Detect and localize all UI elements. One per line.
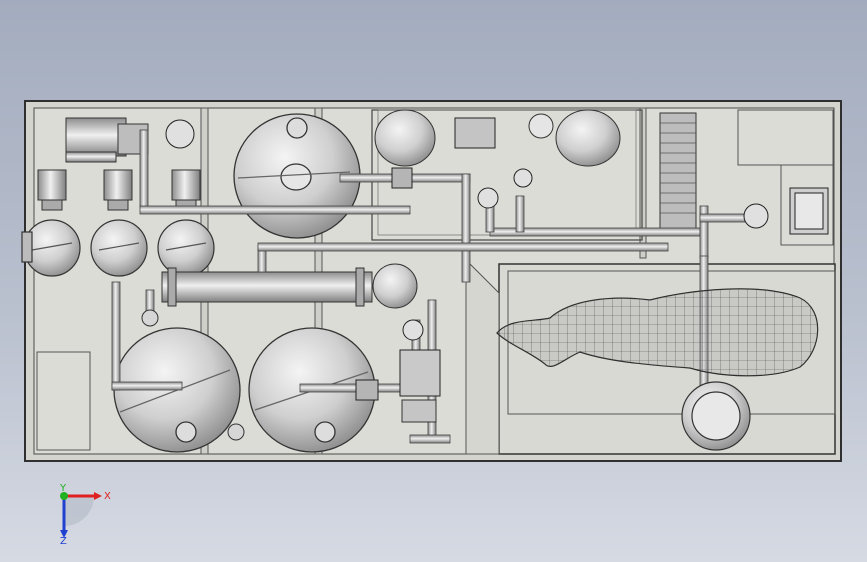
z-axis-label: Z (60, 536, 67, 544)
horizontal-heat-exchanger (161, 263, 418, 309)
coordinate-triad: X Y Z (59, 484, 111, 544)
small-pumps (37, 169, 201, 211)
x-axis-label: X (104, 491, 111, 502)
carcass-mesh-model (496, 288, 819, 377)
triad-quadrant (64, 496, 94, 526)
small-tanks-row (21, 219, 215, 277)
control-box (789, 187, 829, 235)
bottom-fitting (141, 309, 437, 441)
valves (165, 117, 769, 401)
y-axis-icon (60, 492, 68, 500)
x-arrow-icon (94, 492, 102, 500)
motor-unit (65, 117, 149, 163)
plate-heat-exchanger (659, 112, 697, 230)
z-arrow-icon (60, 530, 68, 538)
round-drum (681, 381, 751, 451)
y-axis-label: Y (59, 484, 67, 494)
enclosure-vessels (374, 109, 621, 167)
